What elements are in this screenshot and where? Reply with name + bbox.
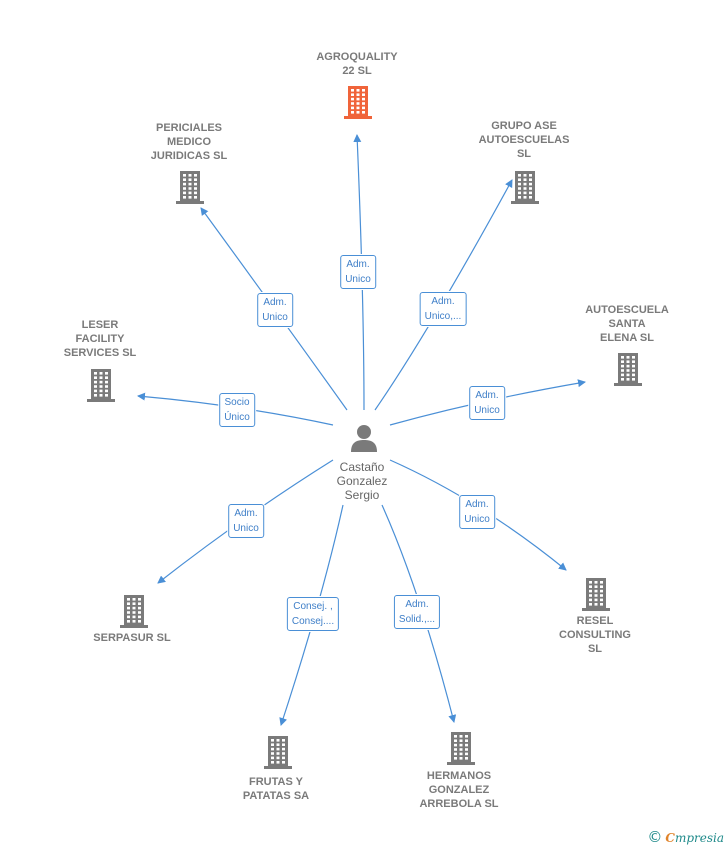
edge-label-resel[interactable]: Adm. Unico xyxy=(459,495,495,529)
company-label-leser[interactable]: LESER FACILITY SERVICES SL xyxy=(63,319,137,359)
edge-label-frutas[interactable]: Consej. , Consej.... xyxy=(286,597,340,631)
company-label-periciales[interactable]: PERICIALES MEDICO JURIDICAS SL xyxy=(150,122,228,162)
edge-label-serpasur[interactable]: Adm. Unico xyxy=(228,504,264,538)
edge-label-autoescuela[interactable]: Adm. Unico xyxy=(469,386,505,420)
empresia-logo[interactable]: ©Cmpresia xyxy=(647,828,724,846)
brand-initial: C xyxy=(665,831,675,845)
building-icon-autoescuela[interactable] xyxy=(612,352,644,391)
edge-label-grupo-ase[interactable]: Adm. Unico,... xyxy=(419,292,467,326)
brand-name: mpresia xyxy=(674,831,724,845)
building-icon-leser[interactable] xyxy=(85,368,117,407)
company-label-agroquality[interactable]: AGROQUALITY 22 SL xyxy=(316,51,398,77)
building-icon-serpasur[interactable] xyxy=(118,594,150,633)
company-label-grupo-ase[interactable]: GRUPO ASE AUTOESCUELAS SL xyxy=(478,120,570,160)
person-icon[interactable] xyxy=(349,423,379,458)
center-person-label[interactable]: Castaño Gonzalez Sergio xyxy=(336,460,388,502)
company-label-serpasur[interactable]: SERPASUR SL xyxy=(93,632,171,644)
company-label-frutas[interactable]: FRUTAS Y PATATAS SA xyxy=(242,776,310,802)
edge-label-leser[interactable]: Socio Único xyxy=(219,393,255,427)
building-icon-frutas[interactable] xyxy=(262,735,294,774)
copyright-icon: © xyxy=(647,828,663,846)
company-label-hermanos[interactable]: HERMANOS GONZALEZ ARREBOLA SL xyxy=(419,770,499,810)
edge-label-periciales[interactable]: Adm. Unico xyxy=(257,293,293,327)
building-icon-agroquality[interactable] xyxy=(342,85,374,124)
building-icon-periciales[interactable] xyxy=(174,170,206,209)
edge-label-hermanos[interactable]: Adm. Solid.,... xyxy=(393,595,441,629)
building-icon-grupo-ase[interactable] xyxy=(509,170,541,209)
edge-label-agroquality[interactable]: Adm. Unico xyxy=(340,255,376,289)
building-icon-resel[interactable] xyxy=(580,577,612,616)
company-label-resel[interactable]: RESEL CONSULTING SL xyxy=(559,615,631,655)
company-label-autoescuela[interactable]: AUTOESCUELA SANTA ELENA SL xyxy=(585,304,669,344)
building-icon-hermanos[interactable] xyxy=(445,731,477,770)
